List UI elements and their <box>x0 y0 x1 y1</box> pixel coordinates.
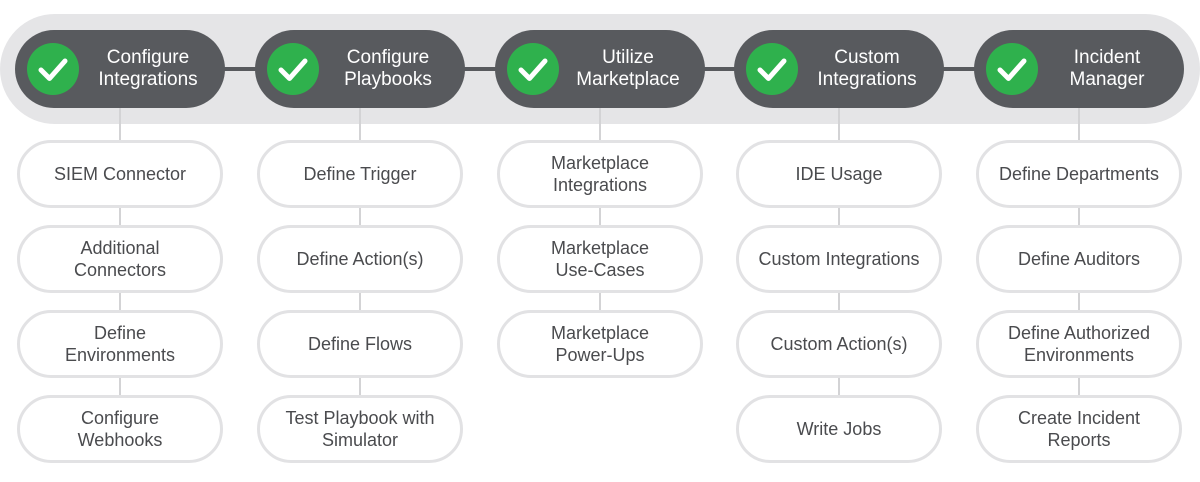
check-icon <box>507 43 559 95</box>
step-box-test-playbook-with-simulator: Test Playbook with Simulator <box>257 395 463 463</box>
step-box-define-authorized-environments: Define Authorized Environments <box>976 310 1182 378</box>
step-box-marketplace-use-cases: Marketplace Use-Cases <box>497 225 703 293</box>
step-box-custom-action-s: Custom Action(s) <box>736 310 942 378</box>
step-box-define-flows: Define Flows <box>257 310 463 378</box>
stage-header-custom-integrations: Custom Integrations <box>734 30 944 108</box>
stage-header-label: Utilize Marketplace <box>576 47 680 90</box>
step-box-siem-connector: SIEM Connector <box>17 140 223 208</box>
step-box-marketplace-power-ups: Marketplace Power-Ups <box>497 310 703 378</box>
check-icon <box>267 43 319 95</box>
check-icon <box>746 43 798 95</box>
stage-header-label: Custom Integrations <box>817 47 917 90</box>
step-box-custom-integrations: Custom Integrations <box>736 225 942 293</box>
step-box-define-trigger: Define Trigger <box>257 140 463 208</box>
step-box-ide-usage: IDE Usage <box>736 140 942 208</box>
stage-header-label: Configure Playbooks <box>344 47 432 90</box>
step-box-create-incident-reports: Create Incident Reports <box>976 395 1182 463</box>
step-box-write-jobs: Write Jobs <box>736 395 942 463</box>
step-box-define-departments: Define Departments <box>976 140 1182 208</box>
step-box-additional-connectors: Additional Connectors <box>17 225 223 293</box>
check-icon <box>986 43 1038 95</box>
step-box-define-environments: Define Environments <box>17 310 223 378</box>
step-box-define-action-s: Define Action(s) <box>257 225 463 293</box>
step-box-marketplace-integrations: Marketplace Integrations <box>497 140 703 208</box>
stage-header-configure-playbooks: Configure Playbooks <box>255 30 465 108</box>
stage-header-incident-manager: Incident Manager <box>974 30 1184 108</box>
step-box-define-auditors: Define Auditors <box>976 225 1182 293</box>
stage-header-utilize-marketplace: Utilize Marketplace <box>495 30 705 108</box>
stage-header-configure-integrations: Configure Integrations <box>15 30 225 108</box>
stage-header-label: Incident Manager <box>1069 47 1145 90</box>
step-box-configure-webhooks: Configure Webhooks <box>17 395 223 463</box>
stage-header-label: Configure Integrations <box>98 47 198 90</box>
check-icon <box>27 43 79 95</box>
